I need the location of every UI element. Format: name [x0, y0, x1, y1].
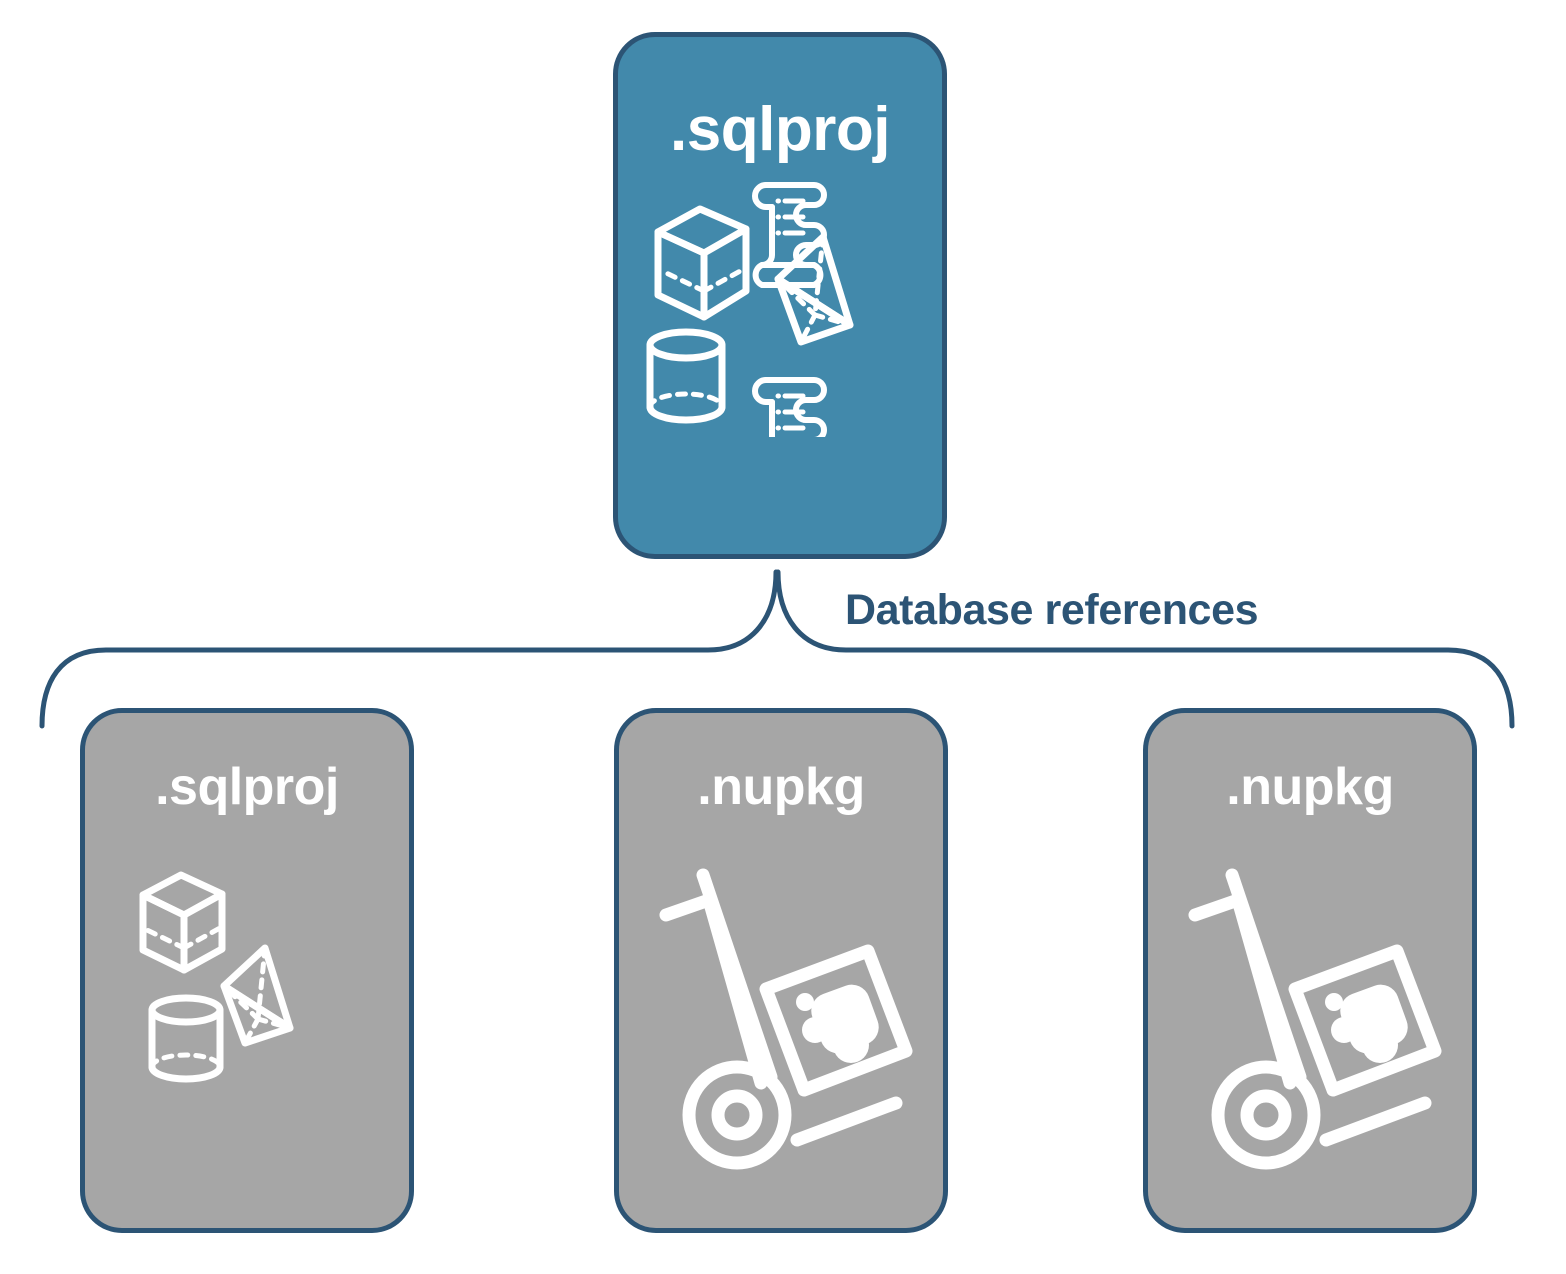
root-node-sqlproj[interactable]: .sqlproj — [613, 32, 947, 559]
hand-truck-package-icon — [1188, 868, 1442, 1170]
cylinder-icon — [646, 328, 726, 424]
scroll-icon — [752, 377, 827, 483]
pyramid-icon — [774, 233, 854, 346]
cylinder-icon — [148, 994, 224, 1083]
reference-node-label: .nupkg — [1226, 758, 1394, 816]
root-node-icon-stage — [618, 167, 942, 483]
hand-truck-package-icon — [659, 868, 913, 1170]
root-node-icons — [646, 182, 854, 483]
reference-node-icons — [659, 868, 913, 1170]
reference-node-icon-stage — [85, 853, 409, 1113]
cube-icon — [139, 871, 226, 974]
reference-node-nupkg-2[interactable]: .nupkg — [1143, 708, 1477, 1233]
reference-node-icons — [139, 871, 294, 1083]
reference-node-label: .sqlproj — [155, 758, 339, 816]
reference-node-sqlproj[interactable]: .sqlproj — [80, 708, 414, 1233]
connector-label: Database references — [845, 586, 1259, 634]
reference-node-nupkg-1[interactable]: .nupkg — [614, 708, 948, 1233]
root-node-label: .sqlproj — [670, 95, 890, 164]
reference-node-label: .nupkg — [697, 758, 865, 816]
reference-node-icon-stage — [1148, 853, 1472, 1183]
pyramid-icon — [220, 944, 294, 1047]
reference-node-icons — [1188, 868, 1442, 1170]
reference-node-icon-stage — [619, 853, 943, 1183]
cube-icon — [654, 205, 750, 321]
